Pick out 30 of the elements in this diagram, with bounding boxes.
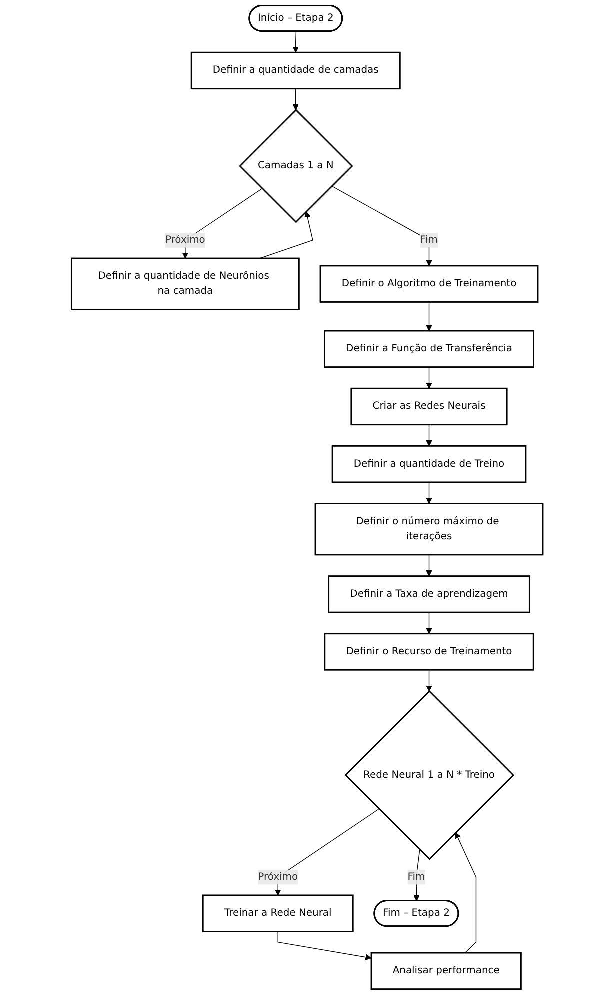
arrow: [331, 186, 432, 266]
edge-label: Fim: [420, 234, 438, 246]
arrow: [259, 211, 314, 259]
arrow: [426, 670, 432, 692]
node-box: Definir o Algoritmo de Treinamento: [319, 265, 538, 303]
arrow: [426, 366, 432, 389]
arrow: [277, 931, 372, 960]
arrow: [292, 88, 299, 110]
node-box: Definir a quantidade de camadas: [190, 52, 401, 90]
node-box: Analisar performance: [370, 952, 522, 990]
node-box: Treinar a Rede Neural: [202, 894, 354, 932]
arrow: [426, 302, 432, 332]
arrow: [426, 424, 432, 446]
node-box: Definir a Taxa de aprendizagem: [328, 576, 530, 614]
node-diamond: Rede Neural 1 a N * Treino: [344, 690, 514, 860]
arrow: [292, 31, 299, 53]
node-box: Definir a quantidade de Neurônios na camada: [70, 258, 300, 310]
node-diamond: Camadas 1 a N: [238, 109, 353, 224]
arrow: [426, 482, 432, 504]
edge-label: Próximo: [165, 234, 206, 246]
node-box: Definir a quantidade de Treino: [332, 445, 526, 484]
arrow: [426, 612, 432, 634]
node-box: Criar as Redes Neurais: [350, 388, 508, 426]
arrow: [454, 832, 476, 954]
arrow: [426, 554, 432, 577]
node-box: Definir o número máximo de iterações: [314, 503, 544, 556]
edge-label: Próximo: [258, 871, 298, 883]
node-box: Definir o Recurso de Treinamento: [324, 633, 534, 671]
edge-label: Fim: [407, 871, 425, 883]
node-box: Definir a Função de Transferência: [324, 330, 534, 368]
